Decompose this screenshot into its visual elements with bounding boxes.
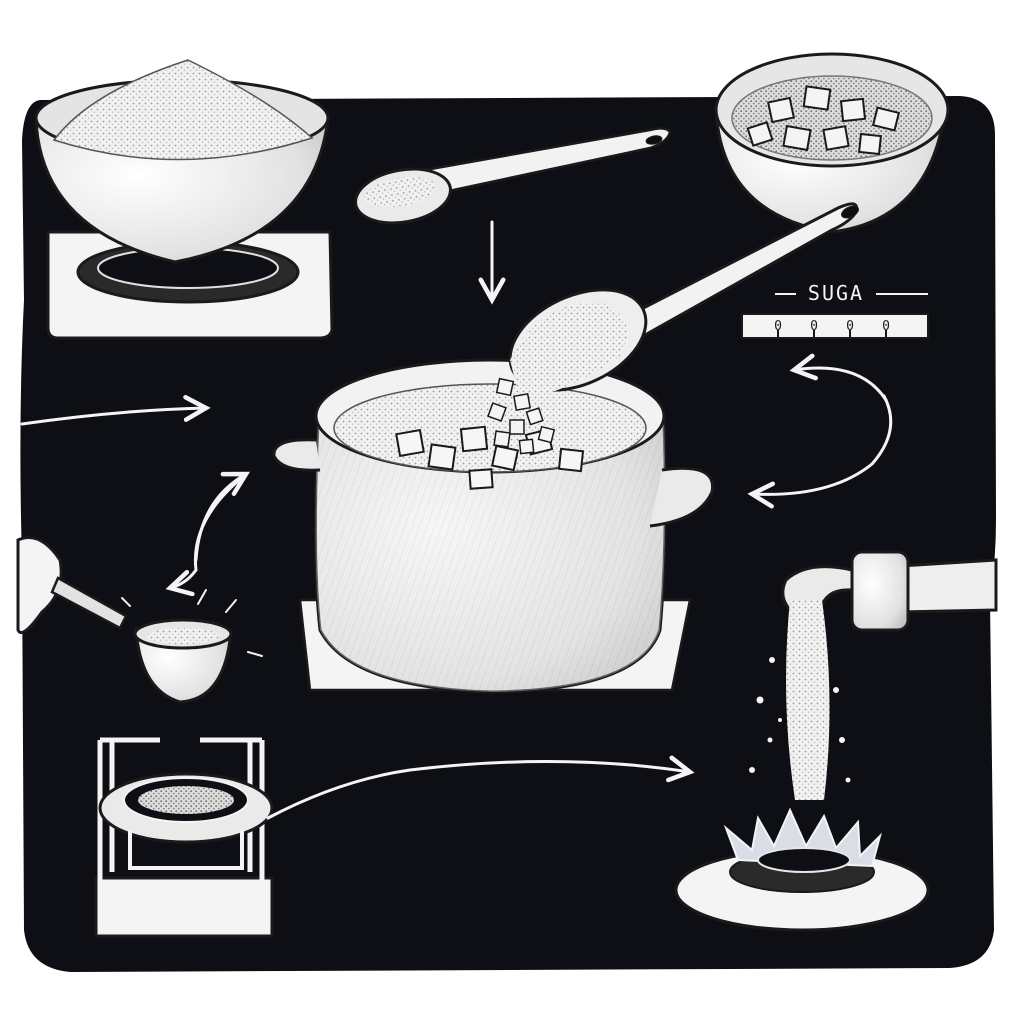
scale-tick-label: 0: [810, 319, 818, 334]
scale-bar: [742, 314, 928, 338]
scale-label: SUGA: [808, 281, 864, 305]
sugar-bowl-on-burner-icon: [36, 60, 332, 338]
scale-tick-label: 0: [774, 319, 782, 334]
scale-tick-label: 0: [846, 319, 854, 334]
scale-tick-label: 0: [882, 319, 890, 334]
